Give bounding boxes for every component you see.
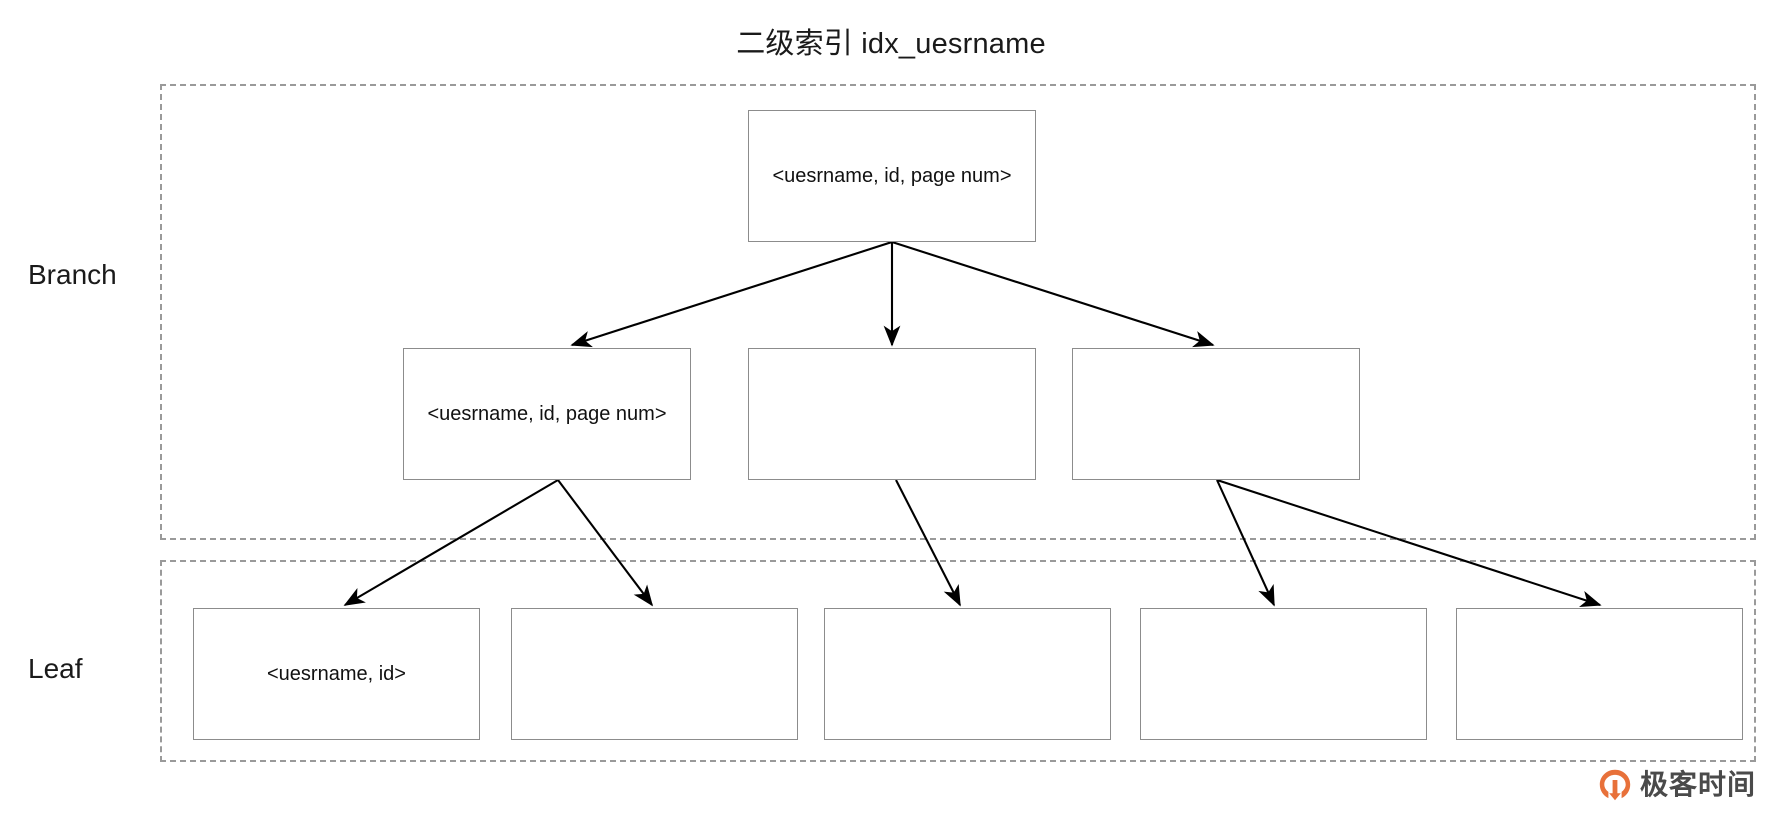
- index-node-branch-0[interactable]: <uesrname, id, page num>: [403, 348, 691, 480]
- index-node-leaf-0[interactable]: <uesrname, id>: [193, 608, 480, 740]
- index-node-leaf-0-label: <uesrname, id>: [267, 663, 406, 685]
- geekbang-logo-icon: [1599, 769, 1631, 801]
- index-node-root-label: <uesrname, id, page num>: [772, 165, 1012, 187]
- page-title: 二级索引 idx_uesrname: [736, 28, 1046, 60]
- index-node-leaf-2[interactable]: [824, 608, 1111, 740]
- index-node-leaf-1[interactable]: [511, 608, 798, 740]
- watermark: 极客时间: [1598, 768, 1756, 802]
- index-node-branch-2[interactable]: [1072, 348, 1360, 480]
- index-node-root[interactable]: <uesrname, id, page num>: [748, 110, 1036, 242]
- level-label-branch: Branch: [28, 259, 117, 290]
- index-node-leaf-4[interactable]: [1456, 608, 1743, 740]
- index-node-branch-0-label: <uesrname, id, page num>: [427, 403, 667, 425]
- watermark-text: 极客时间: [1640, 769, 1757, 800]
- level-label-leaf: Leaf: [28, 653, 83, 684]
- index-node-leaf-3[interactable]: [1140, 608, 1427, 740]
- index-node-branch-1[interactable]: [748, 348, 1036, 480]
